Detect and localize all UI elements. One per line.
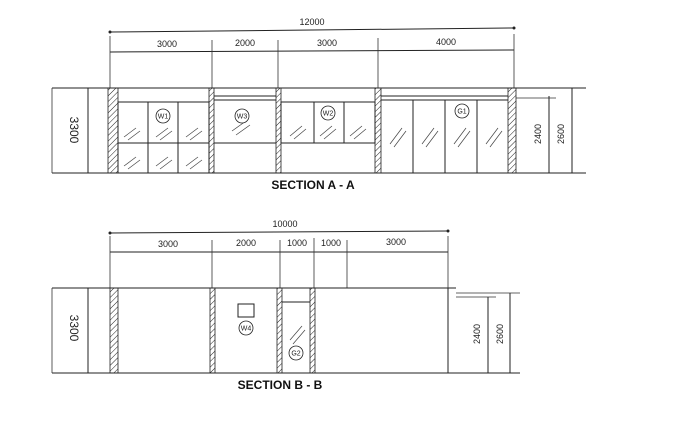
dim-tick	[108, 30, 112, 34]
section-b-height-2400: 2400	[472, 324, 482, 344]
section-b-height-2600: 2600	[495, 324, 505, 344]
wall-section	[374, 87, 382, 174]
section-a: 12000 3000 2000 3000 4000 3300	[51, 17, 586, 192]
section-a-height-2400: 2400	[533, 124, 543, 144]
section-a-segment-3: 3000	[317, 38, 337, 48]
section-a-title: SECTION A - A	[271, 178, 355, 192]
section-a-height-left: 3300	[67, 117, 81, 144]
tag-circle	[288, 345, 304, 361]
tag-circle	[454, 103, 470, 119]
section-a-overall-dim-line	[109, 27, 515, 33]
section-b-segment-2: 2000	[236, 238, 256, 248]
dim-tick	[108, 231, 112, 235]
tag-circle	[320, 105, 336, 121]
wall-section	[507, 87, 517, 174]
wall-section	[208, 87, 215, 174]
tag-circle	[155, 108, 171, 124]
wall-section	[276, 287, 283, 374]
section-b-segment-5: 3000	[386, 237, 406, 247]
tag-w4: W4	[241, 326, 252, 333]
tag-w2: W2	[323, 111, 334, 118]
tag-g1: G1	[457, 109, 466, 116]
tag-circle	[238, 320, 254, 336]
section-a-segment-dim-line	[109, 49, 515, 53]
section-b-segment-3: 1000	[287, 238, 307, 248]
dim-tick	[512, 26, 516, 30]
wall-section	[109, 287, 119, 374]
section-b-height-left: 3300	[67, 315, 81, 342]
section-b: 10000 3000 2000 1000 1000 3000 3300 W4	[51, 219, 520, 392]
tag-g2: G2	[291, 351, 300, 358]
window-w1	[117, 101, 210, 174]
dim-tick	[446, 229, 450, 233]
section-a-segment-4: 4000	[436, 37, 456, 47]
wall-section	[209, 287, 216, 374]
tag-w3: W3	[237, 114, 248, 121]
section-a-segment-1: 3000	[157, 39, 177, 49]
wall-section	[107, 87, 119, 174]
section-b-overall-dim-line	[109, 230, 449, 234]
section-b-title: SECTION B - B	[238, 378, 323, 392]
section-b-overall-dim: 10000	[272, 219, 297, 229]
tag-w1: W1	[158, 114, 169, 121]
window-w3	[214, 95, 276, 144]
wall-section	[275, 87, 282, 174]
window-w2	[280, 101, 376, 144]
tag-circle	[234, 108, 250, 124]
section-a-segment-2: 2000	[235, 38, 255, 48]
window-w4	[237, 303, 255, 318]
section-a-height-2600: 2600	[556, 124, 566, 144]
glazing-g2	[282, 301, 310, 345]
glazing-g1	[381, 95, 508, 173]
section-b-segment-1: 3000	[158, 239, 178, 249]
section-b-segment-4: 1000	[321, 238, 341, 248]
section-a-overall-dim: 12000	[299, 17, 324, 27]
wall-section	[309, 287, 316, 374]
